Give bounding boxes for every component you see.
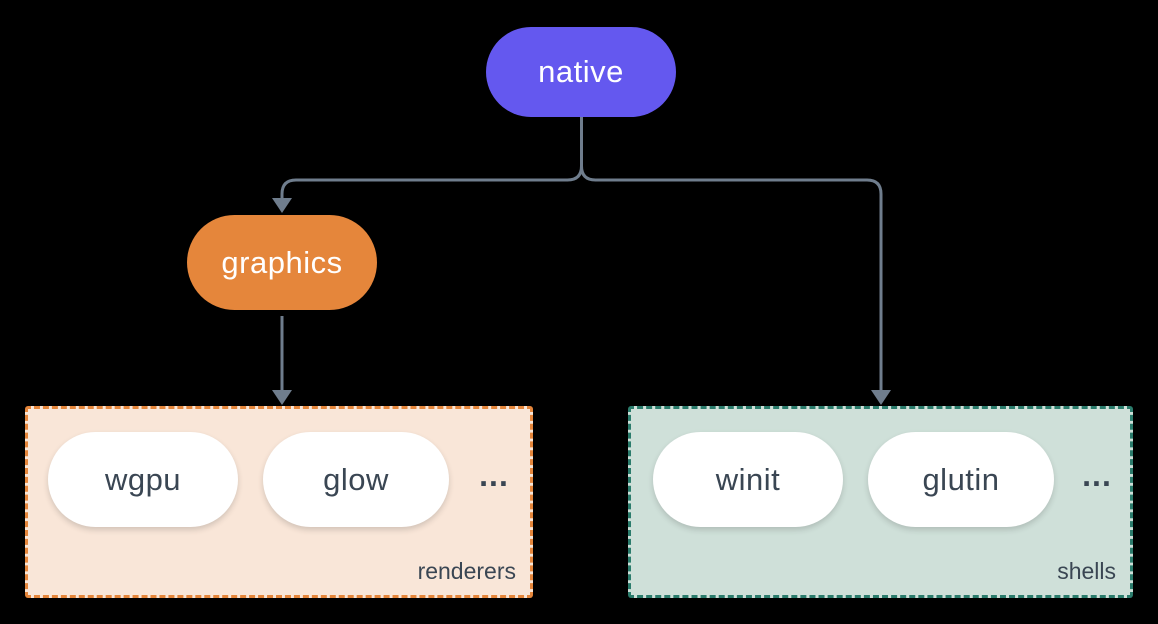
ellipsis-shells: ... (1082, 456, 1112, 493)
item-glutin-label: glutin (922, 461, 1000, 497)
arrowhead-down-icon (871, 390, 891, 405)
item-glow-label: glow (323, 461, 389, 497)
group-renderers: wgpu glow ... renderers (25, 406, 533, 598)
edge-native-to-graphics (280, 117, 583, 199)
node-graphics: graphics (187, 215, 377, 310)
group-shells: winit glutin ... shells (628, 406, 1133, 598)
arrowhead-down-icon (272, 390, 292, 405)
edge-native-to-shells (580, 117, 883, 391)
group-label-renderers: renderers (417, 558, 516, 584)
node-native-label: native (538, 54, 624, 89)
item-glow: glow (263, 432, 449, 527)
node-graphics-label: graphics (221, 244, 343, 280)
group-label-shells: shells (1057, 558, 1116, 584)
ellipsis-renderers: ... (479, 456, 509, 493)
arrowhead-down-icon (272, 198, 292, 213)
item-wgpu-label: wgpu (104, 461, 182, 497)
item-wgpu: wgpu (48, 432, 238, 527)
item-winit-label: winit (715, 461, 781, 497)
item-winit: winit (653, 432, 843, 527)
item-glutin: glutin (868, 432, 1054, 527)
node-native: native (486, 27, 676, 117)
